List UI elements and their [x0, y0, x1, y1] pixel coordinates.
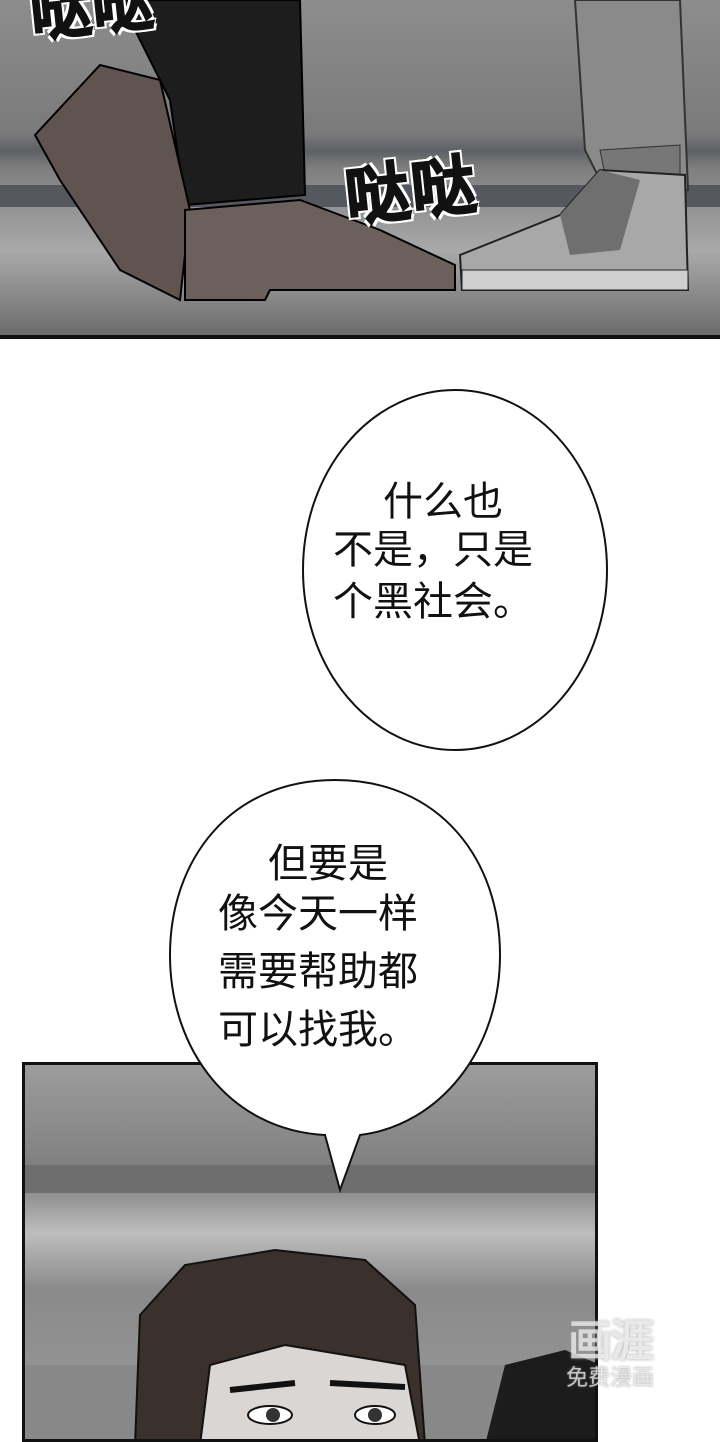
- face-illustration: [25, 1165, 595, 1439]
- comic-panel-face: [22, 1062, 598, 1442]
- watermark-logo-text: 画涯: [568, 1316, 654, 1367]
- speech-line: 但要是: [268, 841, 388, 887]
- watermark-tagline: 免费漫画: [566, 1366, 655, 1391]
- sfx-footsteps-text: 哒哒: [341, 147, 482, 236]
- watermark-logo: 画涯 免费漫画: [566, 1318, 654, 1392]
- speech-line: 什么也: [383, 479, 503, 525]
- speech-line: 像今天一样: [218, 891, 418, 937]
- speech-line: 需要帮助都: [218, 949, 418, 995]
- speech-line: 个黑社会。: [333, 579, 533, 625]
- shoes-illustration: [0, 0, 720, 302]
- speech-line: 可以找我。: [218, 1007, 418, 1053]
- comic-panel-shoes: 哒哒 哒哒: [0, 0, 720, 339]
- speech-line: 不是，只是: [333, 527, 533, 573]
